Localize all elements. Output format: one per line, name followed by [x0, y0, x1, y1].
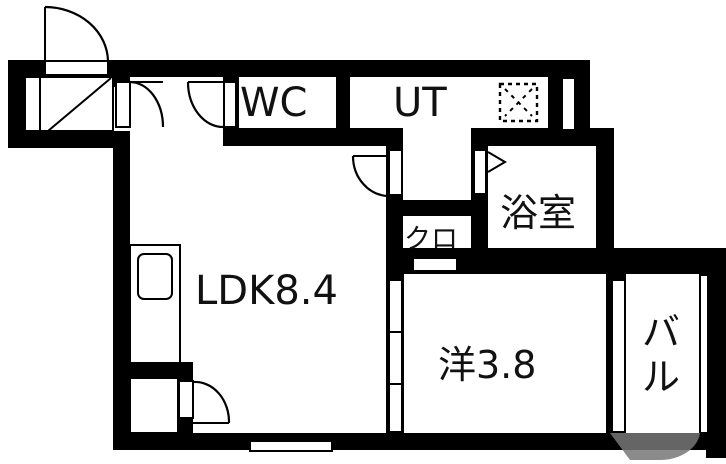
door-swings [129, 80, 390, 424]
door-swing-icon [129, 80, 165, 128]
door-swing-icon [44, 5, 110, 62]
room-label-wc: WC [240, 80, 307, 126]
kitchen-counter [129, 244, 181, 364]
room-label-ldk: LDK8.4 [195, 268, 338, 314]
door-swing-icon [186, 81, 224, 129]
watermark [610, 433, 700, 461]
triangle-marker-icon [487, 151, 507, 173]
washer-icon [498, 82, 539, 123]
room-label-ut: UT [393, 80, 447, 126]
room-label-western: 洋3.8 [438, 343, 536, 387]
room-label-balcony-2: ル [642, 355, 680, 399]
door-swing-icon [192, 380, 231, 424]
storage-cabinet [129, 377, 179, 434]
sink-icon [137, 253, 173, 300]
entrance-door[interactable] [44, 5, 110, 62]
room-label-bath: 浴室 [500, 191, 576, 235]
room-label-closet: クロ [404, 224, 458, 255]
windows [24, 60, 709, 452]
door-swing-icon [351, 155, 390, 198]
room-label-balcony-1: バ [642, 310, 680, 354]
